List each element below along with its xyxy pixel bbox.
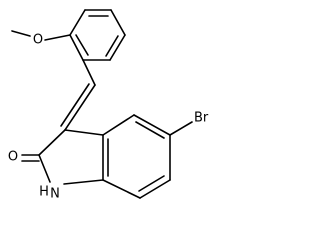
bond-benzo-5-inner — [138, 175, 165, 192]
carbonyl-oxygen-label: O — [8, 150, 18, 165]
bond-benzo-2 — [102, 114, 135, 136]
bromine-label: Br — [194, 111, 209, 126]
bond-ring-a3 — [109, 34, 126, 61]
bond-ring-a2 — [110, 9, 126, 36]
bond-methine-to-c3-double — [60, 83, 90, 127]
bond-c3-to-c3a — [64, 129, 104, 136]
bond-ring-to-methine — [82, 59, 96, 86]
nh-group: H N — [39, 185, 60, 202]
bond-benzo-3-inner — [135, 121, 165, 139]
bond-methine-to-c3 — [64, 84, 96, 131]
methoxy-oxygen-label: O — [33, 33, 43, 48]
bond-c3-to-c2 — [38, 129, 66, 156]
bond-ring-a5 — [69, 34, 84, 61]
oxindole-five-membered-ring — [38, 129, 104, 185]
carbonyl-group: O — [8, 150, 40, 165]
chemical-structure-diagram: O O H N Br — [8, 9, 209, 202]
bond-ring-a3-inner — [105, 35, 119, 57]
nitrogen-label: N — [50, 187, 60, 202]
bond-c2-to-n1 — [38, 154, 51, 183]
bond-benzo-6 — [102, 179, 141, 199]
bond-ring-a5-inner — [75, 34, 89, 56]
methoxyphenyl-ring — [69, 9, 126, 61]
bond-n1-to-c7a — [63, 179, 104, 185]
bond-benzo-3 — [133, 114, 171, 136]
methoxy-group: O — [11, 30, 71, 48]
nitrogen-hydrogen-label: H — [39, 185, 49, 200]
benzo-ring — [102, 114, 171, 199]
bond-ring-to-methoxy-o — [44, 34, 71, 41]
methylidene-linker — [60, 59, 96, 131]
bond-ring-to-bromine — [169, 121, 193, 136]
bond-ring-a6 — [69, 9, 86, 36]
bromo-substituent: Br — [169, 111, 209, 136]
bond-methoxy-o-to-methyl — [11, 30, 31, 37]
bond-benzo-5 — [139, 179, 171, 199]
